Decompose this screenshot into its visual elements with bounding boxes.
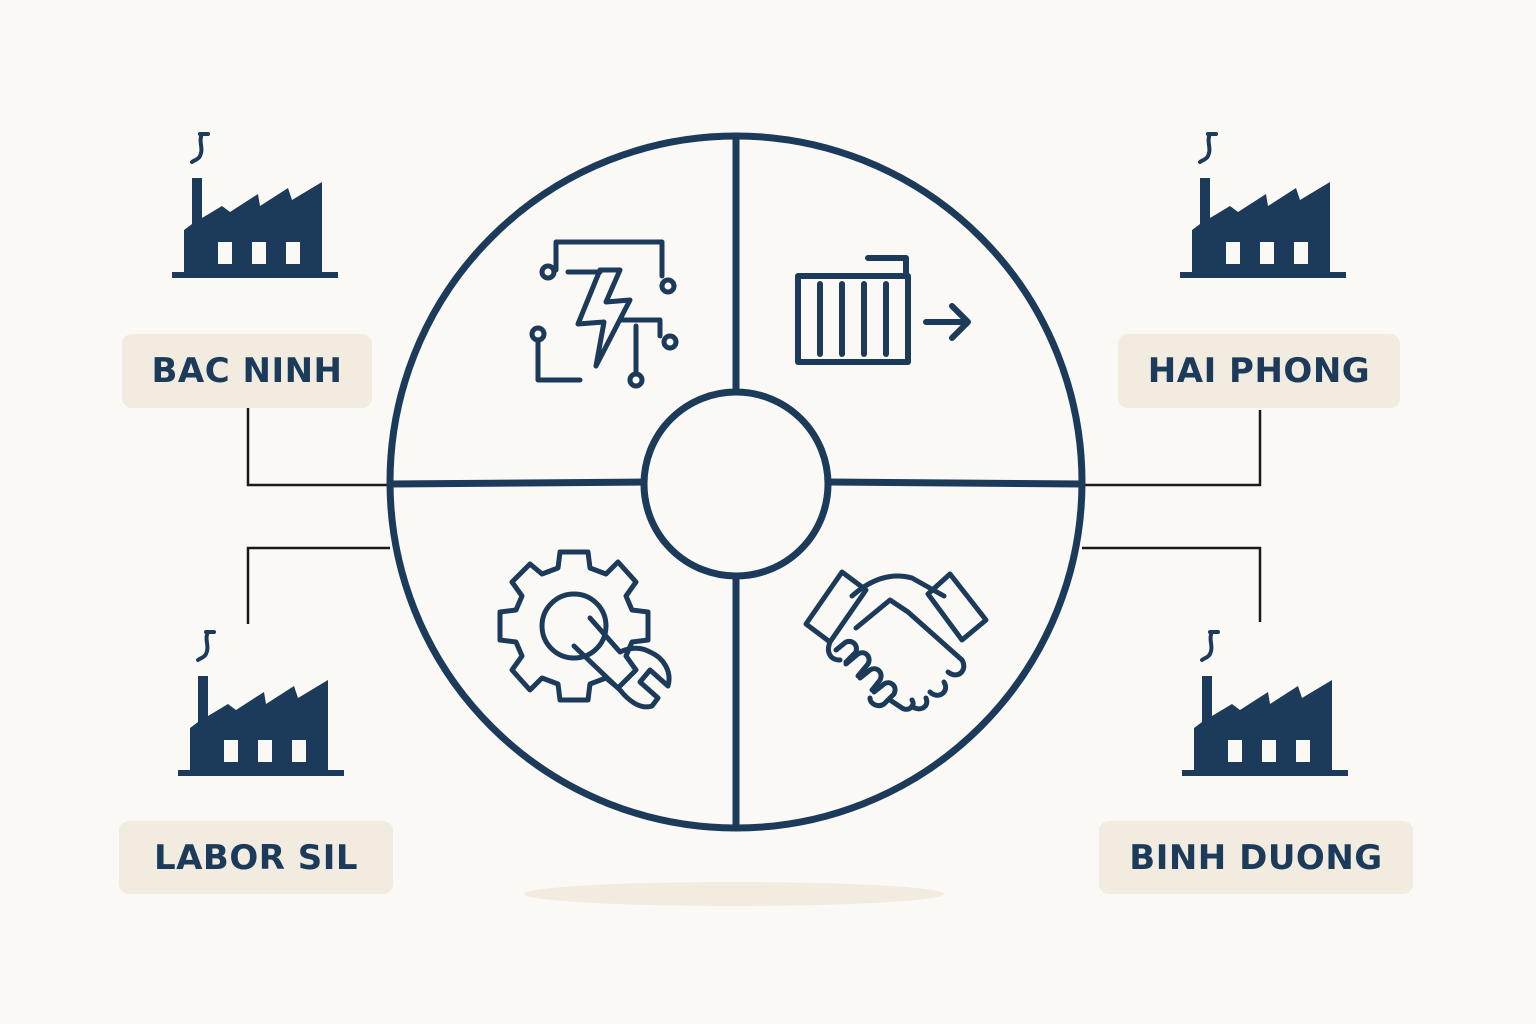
connector-bac-ninh [246,408,390,487]
factory-icon [176,630,346,778]
wheel-divider [827,478,1083,488]
factory-icon [1178,132,1348,280]
connector-binh-duong [1082,546,1262,622]
site-label-hai-phong: HAI PHONG [1118,334,1400,408]
factory-icon [1180,630,1350,778]
gear-wrench-icon [497,549,672,710]
wheel [386,132,1086,832]
power-circuit-icon [529,239,679,389]
site-label-bac-ninh: BAC NINH [122,334,372,408]
logistics-arrow-icon [795,255,971,365]
handshake-icon [803,569,989,712]
wheel-shadow [524,882,944,906]
site-label-binh-duong: BINH DUONG [1099,821,1413,894]
site-label-labor-sil: LABOR SIL [119,821,393,894]
factory-icon [170,132,340,280]
connector-hai-phong [1082,410,1262,487]
wheel-hub [640,388,832,580]
connector-lines [246,408,1262,624]
connector-labor-sil [246,546,390,624]
wheel-divider [389,478,645,488]
